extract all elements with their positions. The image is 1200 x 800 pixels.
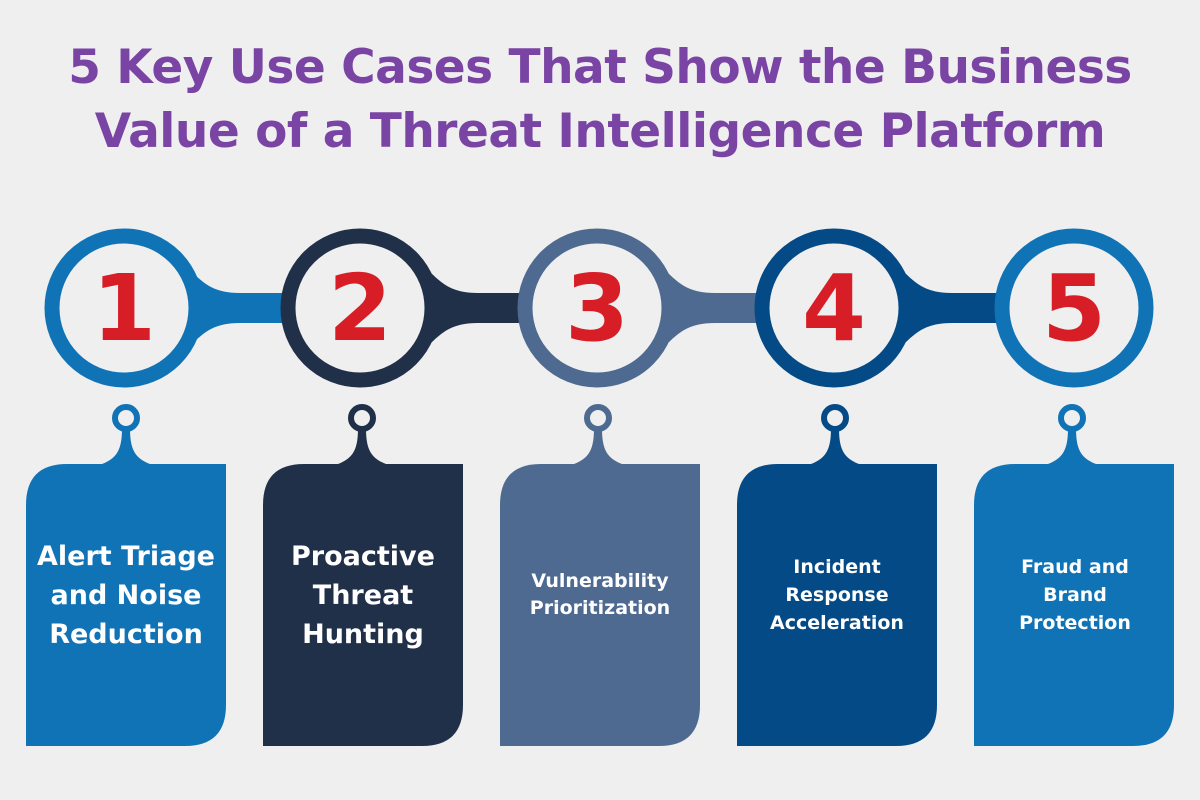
page-title: 5 Key Use Cases That Show the Business V…: [0, 36, 1200, 164]
pin-5-icon: [1048, 404, 1096, 464]
step-3-number: 3: [564, 254, 629, 362]
ring-3-icon: [517, 228, 677, 388]
step-3-label: Vulnerability Prioritization: [529, 570, 671, 619]
card-4-shape: [737, 464, 937, 746]
ring-4-icon: [754, 228, 914, 388]
card-5-shape: [974, 464, 1174, 746]
connector-2-3: [428, 270, 528, 346]
step-1-label: Alert Triage and Noise Reduction: [37, 540, 215, 650]
pin-2-icon: [338, 404, 386, 464]
step-4-number: 4: [801, 254, 866, 362]
rings: [44, 228, 1154, 388]
ring-2-icon: [280, 228, 440, 388]
card-1-shape: [26, 464, 226, 746]
connector-1-2: [190, 270, 290, 346]
title-line-2: Value of a Threat Intelligence Platform: [94, 104, 1106, 159]
pin-3-icon: [574, 404, 622, 464]
ring-5-icon: [994, 228, 1154, 388]
card-2-shape: [263, 464, 463, 746]
card-3-shape: [500, 464, 700, 746]
step-4-label: Incident Response Acceleration: [770, 556, 904, 634]
pins: [102, 404, 1096, 464]
pin-4-icon: [811, 404, 859, 464]
step-2-label: Proactive Threat Hunting: [291, 540, 435, 650]
ring-1-icon: [44, 228, 204, 388]
pin-1-icon: [102, 404, 150, 464]
step-5-number: 5: [1041, 254, 1106, 362]
step-5-label: Fraud and Brand Protection: [1019, 556, 1131, 634]
connectors: [190, 270, 1002, 346]
cards: [26, 464, 1174, 746]
connector-4-5: [902, 270, 1002, 346]
connector-3-4: [665, 270, 765, 346]
step-2-number: 2: [327, 254, 392, 362]
step-1-number: 1: [91, 254, 156, 362]
title-line-1: 5 Key Use Cases That Show the Business: [68, 40, 1132, 95]
